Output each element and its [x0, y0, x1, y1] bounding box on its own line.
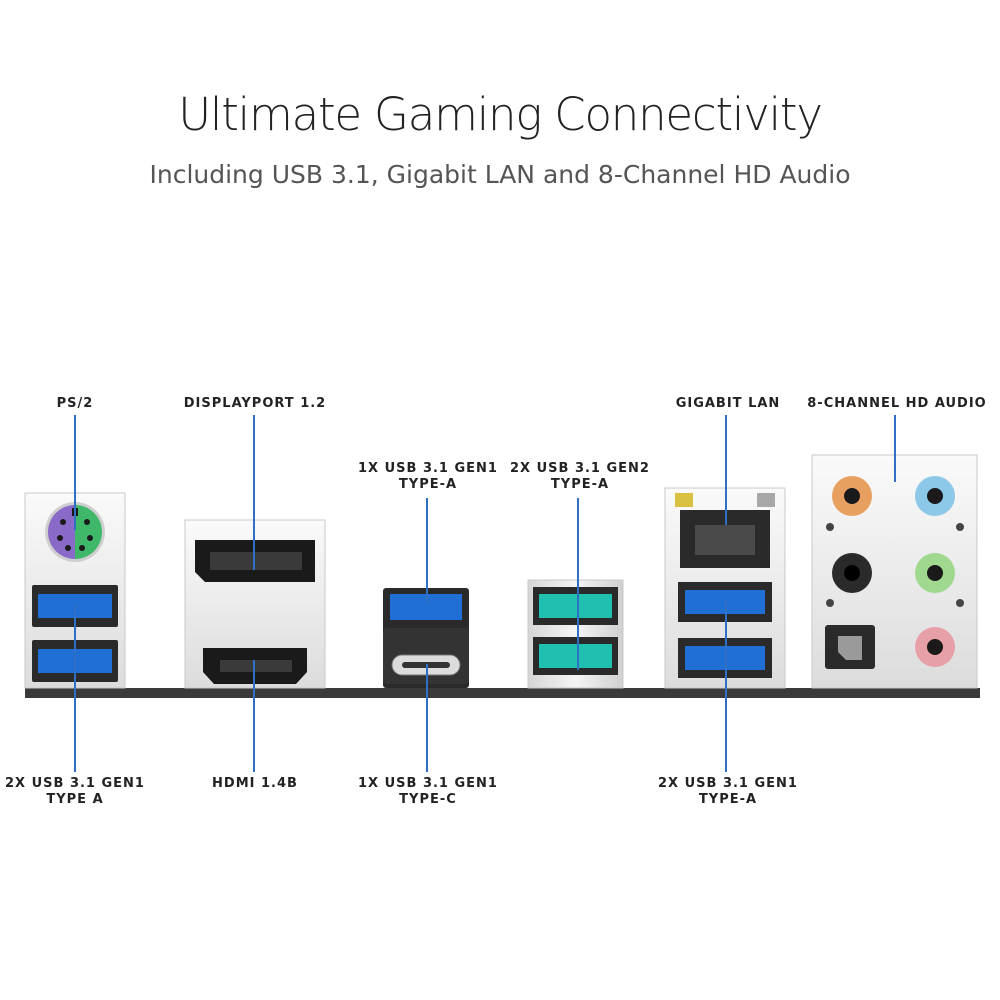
audio-jack [832, 553, 872, 593]
audio-jack [915, 553, 955, 593]
label-gigabit-lan: GIGABIT LAN [675, 396, 781, 411]
label-usb-gen1-type-a-top: 1X USB 3.1 GEN1 TYPE-A [358, 461, 498, 492]
label-usb-gen1-type-c: 1X USB 3.1 GEN1 TYPE-C [358, 776, 498, 807]
leader-lines [74, 415, 896, 772]
usb-port [539, 644, 612, 668]
audio-block [811, 454, 978, 689]
label-hd-audio: 8-CHANNEL HD AUDIO [807, 396, 987, 411]
usb-typec-block [383, 588, 469, 688]
usb-gen2-block [527, 579, 624, 689]
label-usb-gen1-type-a-left: 2X USB 3.1 GEN1 TYPE A [5, 776, 145, 807]
audio-jack [915, 627, 955, 667]
label-usb-gen1-type-a-right: 2X USB 3.1 GEN1 TYPE-A [658, 776, 798, 807]
audio-jack [832, 476, 872, 516]
label-ps2: PS/2 [56, 396, 94, 411]
label-hdmi: HDMI 1.4B [212, 776, 298, 791]
label-displayport: DISPLAYPORT 1.2 [183, 396, 327, 411]
usb-port [539, 594, 612, 618]
page-title: Ultimate Gaming Connectivity [178, 88, 823, 141]
audio-jack [915, 476, 955, 516]
page-subtitle: Including USB 3.1, Gigabit LAN and 8-Cha… [149, 160, 851, 189]
motherboard-edge [25, 688, 980, 698]
label-usb-gen2-type-a: 2X USB 3.1 GEN2 TYPE-A [510, 461, 650, 492]
optical-spdif-port [825, 625, 875, 669]
